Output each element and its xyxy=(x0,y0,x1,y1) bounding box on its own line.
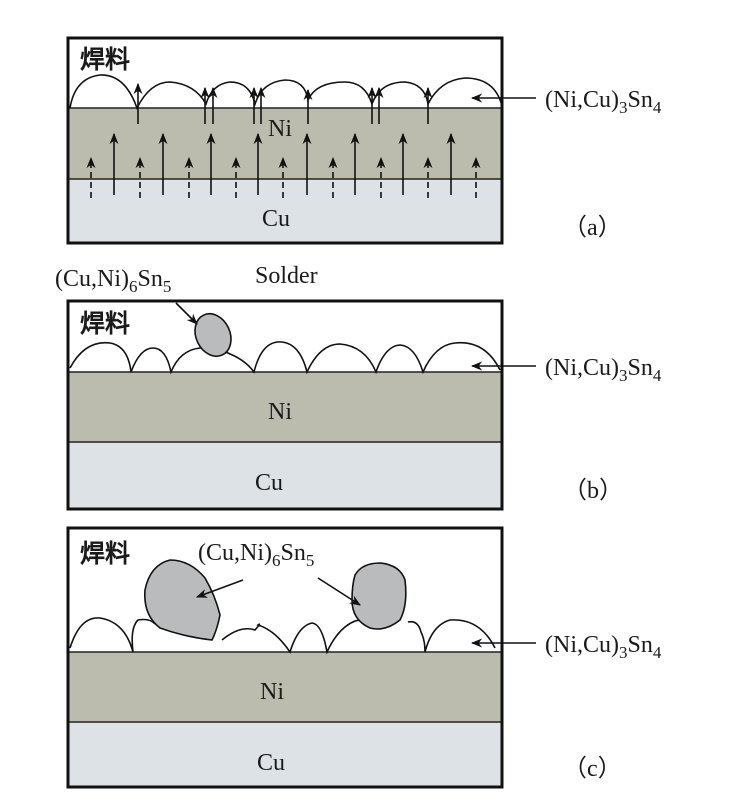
ni-layer xyxy=(68,652,502,722)
particle-label: (Cu,Ni)6Sn5 xyxy=(55,266,171,296)
solder-region xyxy=(68,301,502,372)
diffusion-arrows xyxy=(86,82,481,198)
cu-ni-sn-particle xyxy=(194,313,232,357)
particle-pointer-arrow-right xyxy=(317,577,361,606)
panel-frame xyxy=(66,526,504,789)
solder-label: 焊料 xyxy=(80,539,130,568)
ni-label: Ni xyxy=(260,679,284,705)
cu-label: Cu xyxy=(262,206,290,232)
cu-label: Cu xyxy=(257,750,285,776)
ni-label: Ni xyxy=(268,116,292,142)
panel-frame xyxy=(66,299,504,511)
cu-ni-sn-particle-large xyxy=(143,559,221,641)
imc-label: (Ni,Cu)3Sn4 xyxy=(545,632,662,662)
particle-pointer-arrow-left xyxy=(195,579,244,598)
ni-label: Ni xyxy=(268,399,292,425)
panel-label: （c） xyxy=(563,756,622,782)
imc-label: (Ni,Cu)3Sn4 xyxy=(545,87,662,117)
panel-c: 焊料 (Cu,Ni)6Sn5 Ni Cu (Ni,Cu)3Sn4 （c） xyxy=(66,526,662,789)
imc-label: (Ni,Cu)3Sn4 xyxy=(545,355,662,385)
panel-a: 焊料 Ni Cu (Ni,Cu)3Sn4 （a） xyxy=(66,36,662,245)
panel-frame xyxy=(66,36,504,245)
panel-label: （b） xyxy=(563,478,623,504)
solder-label: 焊料 xyxy=(80,45,130,74)
cu-ni-sn-particle-small xyxy=(351,562,407,630)
solder-en-label: Solder xyxy=(255,263,318,289)
particle-pointer-arrow xyxy=(175,302,198,325)
imc-scallops xyxy=(69,617,496,655)
cu-layer xyxy=(68,442,502,509)
cu-layer xyxy=(68,722,502,787)
cu-label: Cu xyxy=(255,470,283,496)
solder-label: 焊料 xyxy=(80,309,130,338)
imc-scallops xyxy=(69,341,501,375)
solder-region xyxy=(68,528,502,652)
ni-layer xyxy=(68,372,502,442)
panel-label: （a） xyxy=(563,215,622,241)
panel-b: (Cu,Ni)6Sn5 Solder 焊料 Ni Cu (Ni,Cu)3Sn4 … xyxy=(55,263,662,511)
cu-layer xyxy=(68,179,502,243)
particle-label: (Cu,Ni)6Sn5 xyxy=(198,540,314,570)
